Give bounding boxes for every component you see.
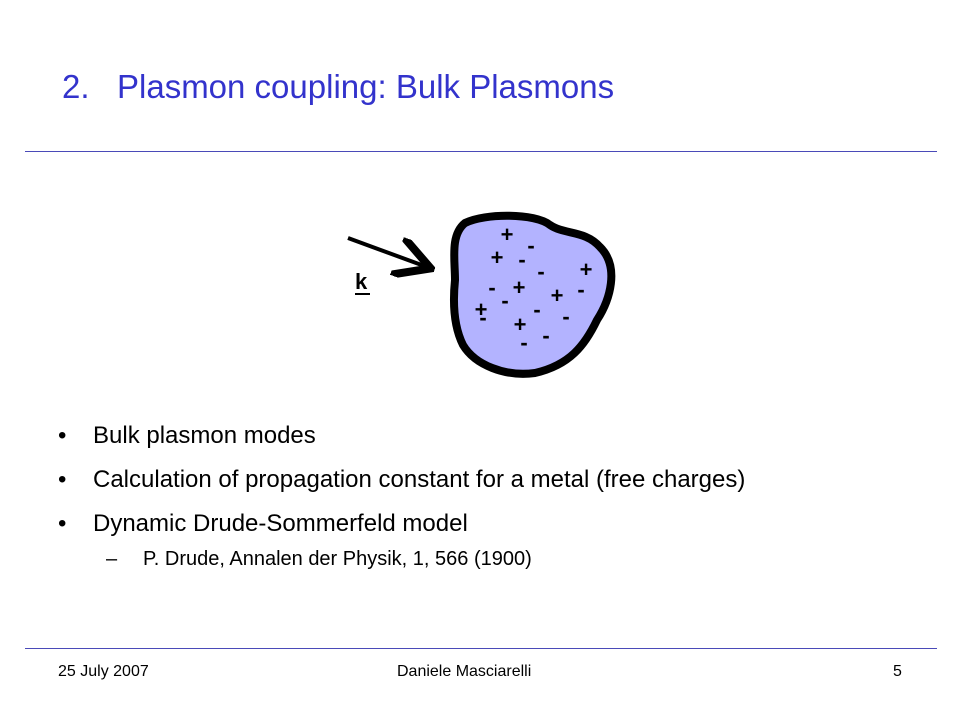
positive-charge: + (513, 275, 526, 300)
footer-author: Daniele Masciarelli (397, 663, 532, 680)
positive-charge: + (514, 312, 527, 337)
footer-date: 25 July 2007 (58, 663, 149, 680)
title-number: 2. (62, 68, 90, 105)
positive-charge: + (551, 283, 564, 308)
positive-charge: + (491, 245, 504, 270)
negative-charge: - (520, 330, 527, 355)
bullet-text: Dynamic Drude-Sommerfeld model (93, 510, 468, 537)
footer-page-number: 5 (893, 663, 902, 680)
negative-charge: - (527, 233, 534, 258)
bullet-list: • Bulk plasmon modes • Calculation of pr… (58, 420, 918, 572)
bullet-marker: • (58, 510, 67, 537)
bullet-item: • Bulk plasmon modes (58, 420, 918, 452)
sub-bullet-marker: – (106, 548, 118, 570)
bulk-plasmon-figure: k +-+-+--+-+-+-+---- (335, 205, 625, 385)
sub-bullet-text: P. Drude, Annalen der Physik, 1, 566 (19… (143, 548, 532, 570)
negative-charge: - (488, 275, 495, 300)
positive-charge: + (475, 297, 488, 322)
negative-charge: - (577, 277, 584, 302)
wave-vector-label: k (355, 269, 368, 294)
positive-charge: + (580, 257, 593, 282)
bullet-text: Bulk plasmon modes (93, 422, 316, 449)
negative-charge: - (479, 305, 486, 330)
bullet-item: • Dynamic Drude-Sommerfeld model (58, 508, 918, 540)
bullet-text: Calculation of propagation constant for … (93, 466, 746, 493)
bullet-marker: • (58, 466, 67, 493)
metal-blob (449, 211, 616, 378)
wave-vector-arrow (347, 236, 427, 267)
bullet-marker: • (58, 422, 67, 449)
slide-title: 2. Plasmon coupling: Bulk Plasmons (62, 68, 614, 106)
positive-charge: + (501, 222, 514, 247)
footer-divider (25, 648, 937, 649)
negative-charge: - (562, 304, 569, 329)
title-text: Plasmon coupling: Bulk Plasmons (117, 68, 615, 105)
sub-bullet-item: – P. Drude, Annalen der Physik, 1, 566 (… (58, 546, 918, 572)
bullet-item: • Calculation of propagation constant fo… (58, 464, 918, 496)
negative-charge: - (537, 259, 544, 284)
negative-charge: - (542, 323, 549, 348)
plasmon-diagram: k +-+-+--+-+-+-+---- (347, 211, 616, 378)
negative-charge: - (501, 288, 508, 313)
negative-charge: - (518, 247, 525, 272)
title-divider (25, 151, 937, 152)
negative-charge: - (533, 297, 540, 322)
